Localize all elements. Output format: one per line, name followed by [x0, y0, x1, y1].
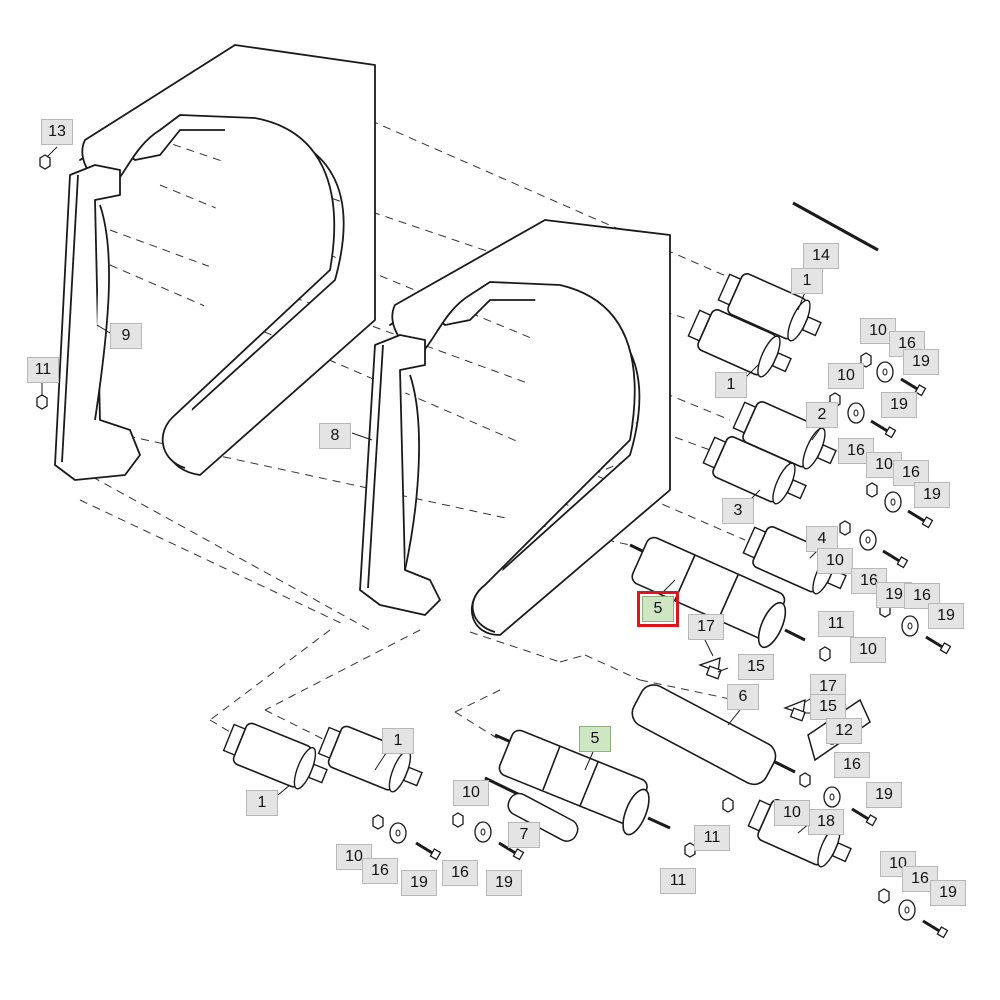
callout-5-selected[interactable]: 5 — [637, 591, 679, 627]
callout-19[interactable]: 19 — [486, 870, 522, 896]
callout-10[interactable]: 10 — [828, 363, 864, 389]
callout-19[interactable]: 19 — [903, 349, 939, 375]
callout-19[interactable]: 19 — [881, 392, 917, 418]
callout-8[interactable]: 8 — [319, 423, 351, 449]
callout-3[interactable]: 3 — [722, 498, 754, 524]
callout-10[interactable]: 10 — [453, 780, 489, 806]
callout-1[interactable]: 1 — [791, 268, 823, 294]
roller-6 — [631, 684, 796, 786]
side-frame-left — [54, 44, 376, 481]
callout-19[interactable]: 19 — [930, 880, 966, 906]
callout-13[interactable]: 13 — [41, 119, 73, 145]
callout-11[interactable]: 11 — [27, 357, 59, 383]
callout-11[interactable]: 11 — [660, 868, 696, 894]
callout-6[interactable]: 6 — [727, 684, 759, 710]
callout-15[interactable]: 15 — [810, 694, 846, 720]
callout-10[interactable]: 10 — [774, 800, 810, 826]
callout-17[interactable]: 17 — [688, 614, 724, 640]
callout-19[interactable]: 19 — [914, 482, 950, 508]
callout-16[interactable]: 16 — [893, 460, 929, 486]
callout-19[interactable]: 19 — [866, 782, 902, 808]
callout-10[interactable]: 10 — [850, 637, 886, 663]
callout-9[interactable]: 9 — [110, 323, 142, 349]
key-clips — [698, 657, 806, 722]
callout-11[interactable]: 11 — [694, 825, 730, 851]
callout-16[interactable]: 16 — [834, 752, 870, 778]
callout-16[interactable]: 16 — [442, 860, 478, 886]
callout-10[interactable]: 10 — [336, 844, 372, 870]
callout-16[interactable]: 16 — [838, 438, 874, 464]
callout-5[interactable]: 5 — [579, 726, 611, 752]
callout-1[interactable]: 1 — [382, 728, 414, 754]
callout-16[interactable]: 16 — [362, 858, 398, 884]
callout-11[interactable]: 11 — [818, 611, 854, 637]
callout-7[interactable]: 7 — [508, 822, 540, 848]
roller-5-lower — [494, 729, 671, 836]
side-frame-right — [359, 219, 671, 636]
callout-16[interactable]: 16 — [902, 866, 938, 892]
callout-18[interactable]: 18 — [808, 809, 844, 835]
rod-14 — [792, 201, 879, 252]
callout-19[interactable]: 19 — [928, 603, 964, 629]
callout-12[interactable]: 12 — [826, 718, 862, 744]
callout-1[interactable]: 1 — [246, 790, 278, 816]
callout-14[interactable]: 14 — [803, 243, 839, 269]
callout-2[interactable]: 2 — [806, 402, 838, 428]
roller-5-upper — [629, 536, 806, 649]
callout-10[interactable]: 10 — [817, 548, 853, 574]
callout-15[interactable]: 15 — [738, 654, 774, 680]
callout-1[interactable]: 1 — [715, 372, 747, 398]
callout-19[interactable]: 19 — [401, 870, 437, 896]
